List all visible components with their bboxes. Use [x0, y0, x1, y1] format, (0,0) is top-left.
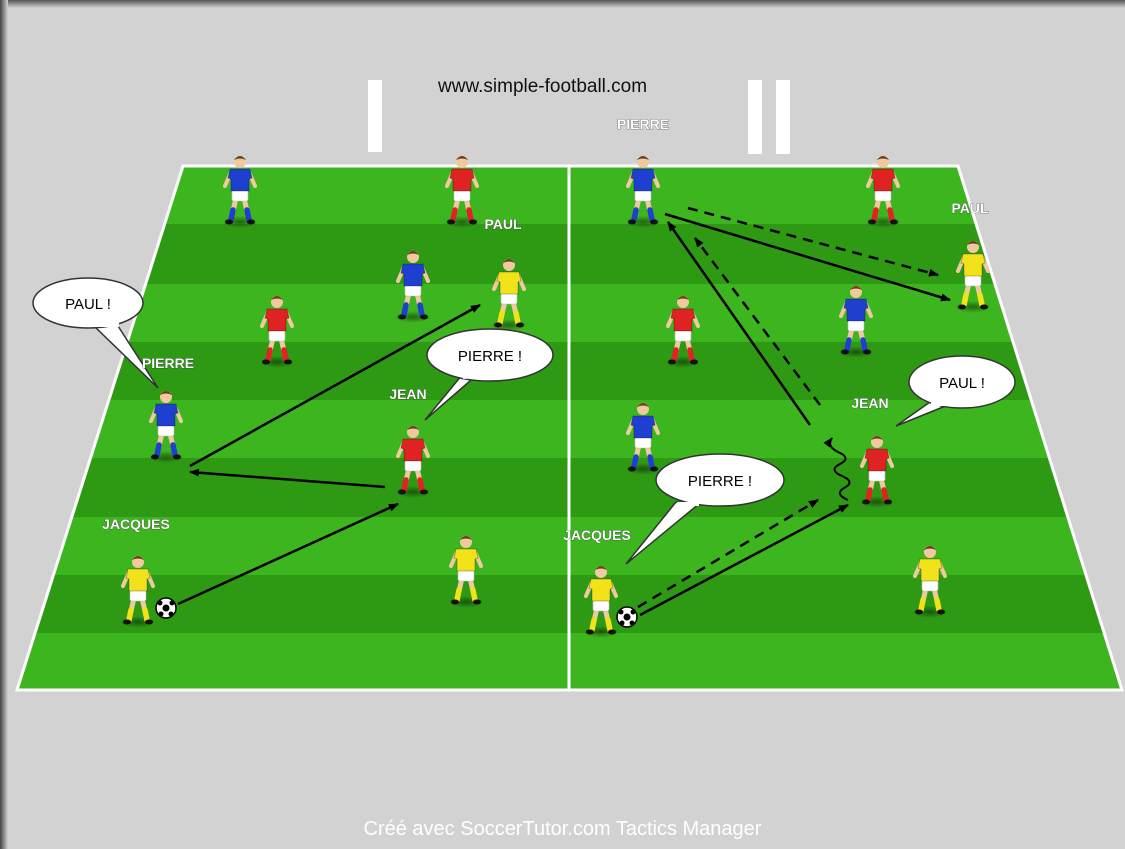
run-arrow-pierre-to-paul-dashed — [687, 206, 939, 277]
player-red-left-panel-two — [665, 296, 701, 368]
player-yellow-right-panel-two — [912, 546, 948, 618]
player-paul-panel-two — [955, 241, 991, 313]
player-blue-left-panel-two — [625, 403, 661, 475]
run-arrow-jean-to-pierre-dashed — [693, 237, 822, 406]
label-jacques-panel-one: JACQUES — [102, 516, 170, 532]
label-jacques-panel-two: JACQUES — [563, 527, 631, 543]
run-arrow-jacques-dashed — [637, 498, 819, 609]
bubble-paul-call-panel-two: PAUL ! — [895, 355, 1016, 427]
player-jacques-panel-one — [120, 556, 156, 628]
player-pierre-panel-one — [148, 391, 184, 463]
panel-one-numeral — [368, 80, 382, 152]
svg-text:PIERRE !: PIERRE ! — [458, 348, 522, 365]
label-jean-panel-one: JEAN — [389, 386, 426, 402]
player-paul-panel-one — [491, 259, 527, 331]
bubble-paul-call-panel-one: PAUL ! — [32, 277, 159, 389]
svg-text:PIERRE !: PIERRE ! — [688, 473, 752, 490]
pass-arrow-jean-to-pierre — [189, 468, 386, 489]
pass-arrow-pierre-to-paul — [189, 303, 481, 468]
player-red-top-panel-two — [865, 156, 901, 228]
player-jacques-panel-two — [583, 566, 619, 638]
player-blue-top-left-panel-one — [222, 156, 258, 228]
player-blue-center-panel-one — [395, 251, 431, 323]
left-edge-shadow — [0, 0, 8, 849]
pass-arrow-pierre-to-paul — [664, 212, 951, 302]
player-yellow-right-panel-one — [448, 536, 484, 608]
player-jean-panel-two — [859, 436, 895, 508]
label-jean-panel-two: JEAN — [851, 395, 888, 411]
footer-credit: Créé avec SoccerTutor.com Tactics Manage… — [363, 818, 762, 840]
bubble-pierre-call-panel-one: PIERRE ! — [424, 328, 554, 421]
players — [120, 156, 991, 638]
player-jean-panel-one — [395, 426, 431, 498]
player-pierre-panel-two — [625, 156, 661, 228]
ball-panel-one — [155, 597, 177, 619]
bubble-pierre-call-panel-two: PIERRE ! — [625, 453, 785, 565]
player-red-top-panel-one — [444, 156, 480, 228]
site-url: www.simple-football.com — [438, 76, 648, 97]
label-paul-panel-one: PAUL — [484, 216, 522, 232]
pass-arrow-jacques-to-jean — [639, 503, 849, 617]
player-blue-center-panel-two — [838, 286, 874, 358]
top-edge-shadow — [0, 0, 1125, 8]
label-paul-panel-two: PAUL — [951, 200, 989, 216]
label-pierre-panel-one: PIERRE — [142, 355, 194, 371]
player-red-left-panel-one — [259, 296, 295, 368]
pitch-boundary — [14, 164, 1125, 692]
svg-text:PAUL !: PAUL ! — [65, 296, 111, 313]
pass-arrow-jacques-to-jean — [177, 502, 399, 606]
pass-arrow-jean-to-pierre — [666, 221, 812, 426]
label-pierre-panel-two: PIERRE — [617, 116, 669, 132]
panel-two-numeral — [748, 80, 790, 154]
svg-text:PAUL !: PAUL ! — [939, 375, 985, 392]
ball-panel-two — [616, 606, 638, 628]
dribble-arrow-jean — [823, 437, 851, 501]
panel-one-arrows — [177, 303, 481, 606]
panel-two-arrows — [637, 206, 951, 617]
